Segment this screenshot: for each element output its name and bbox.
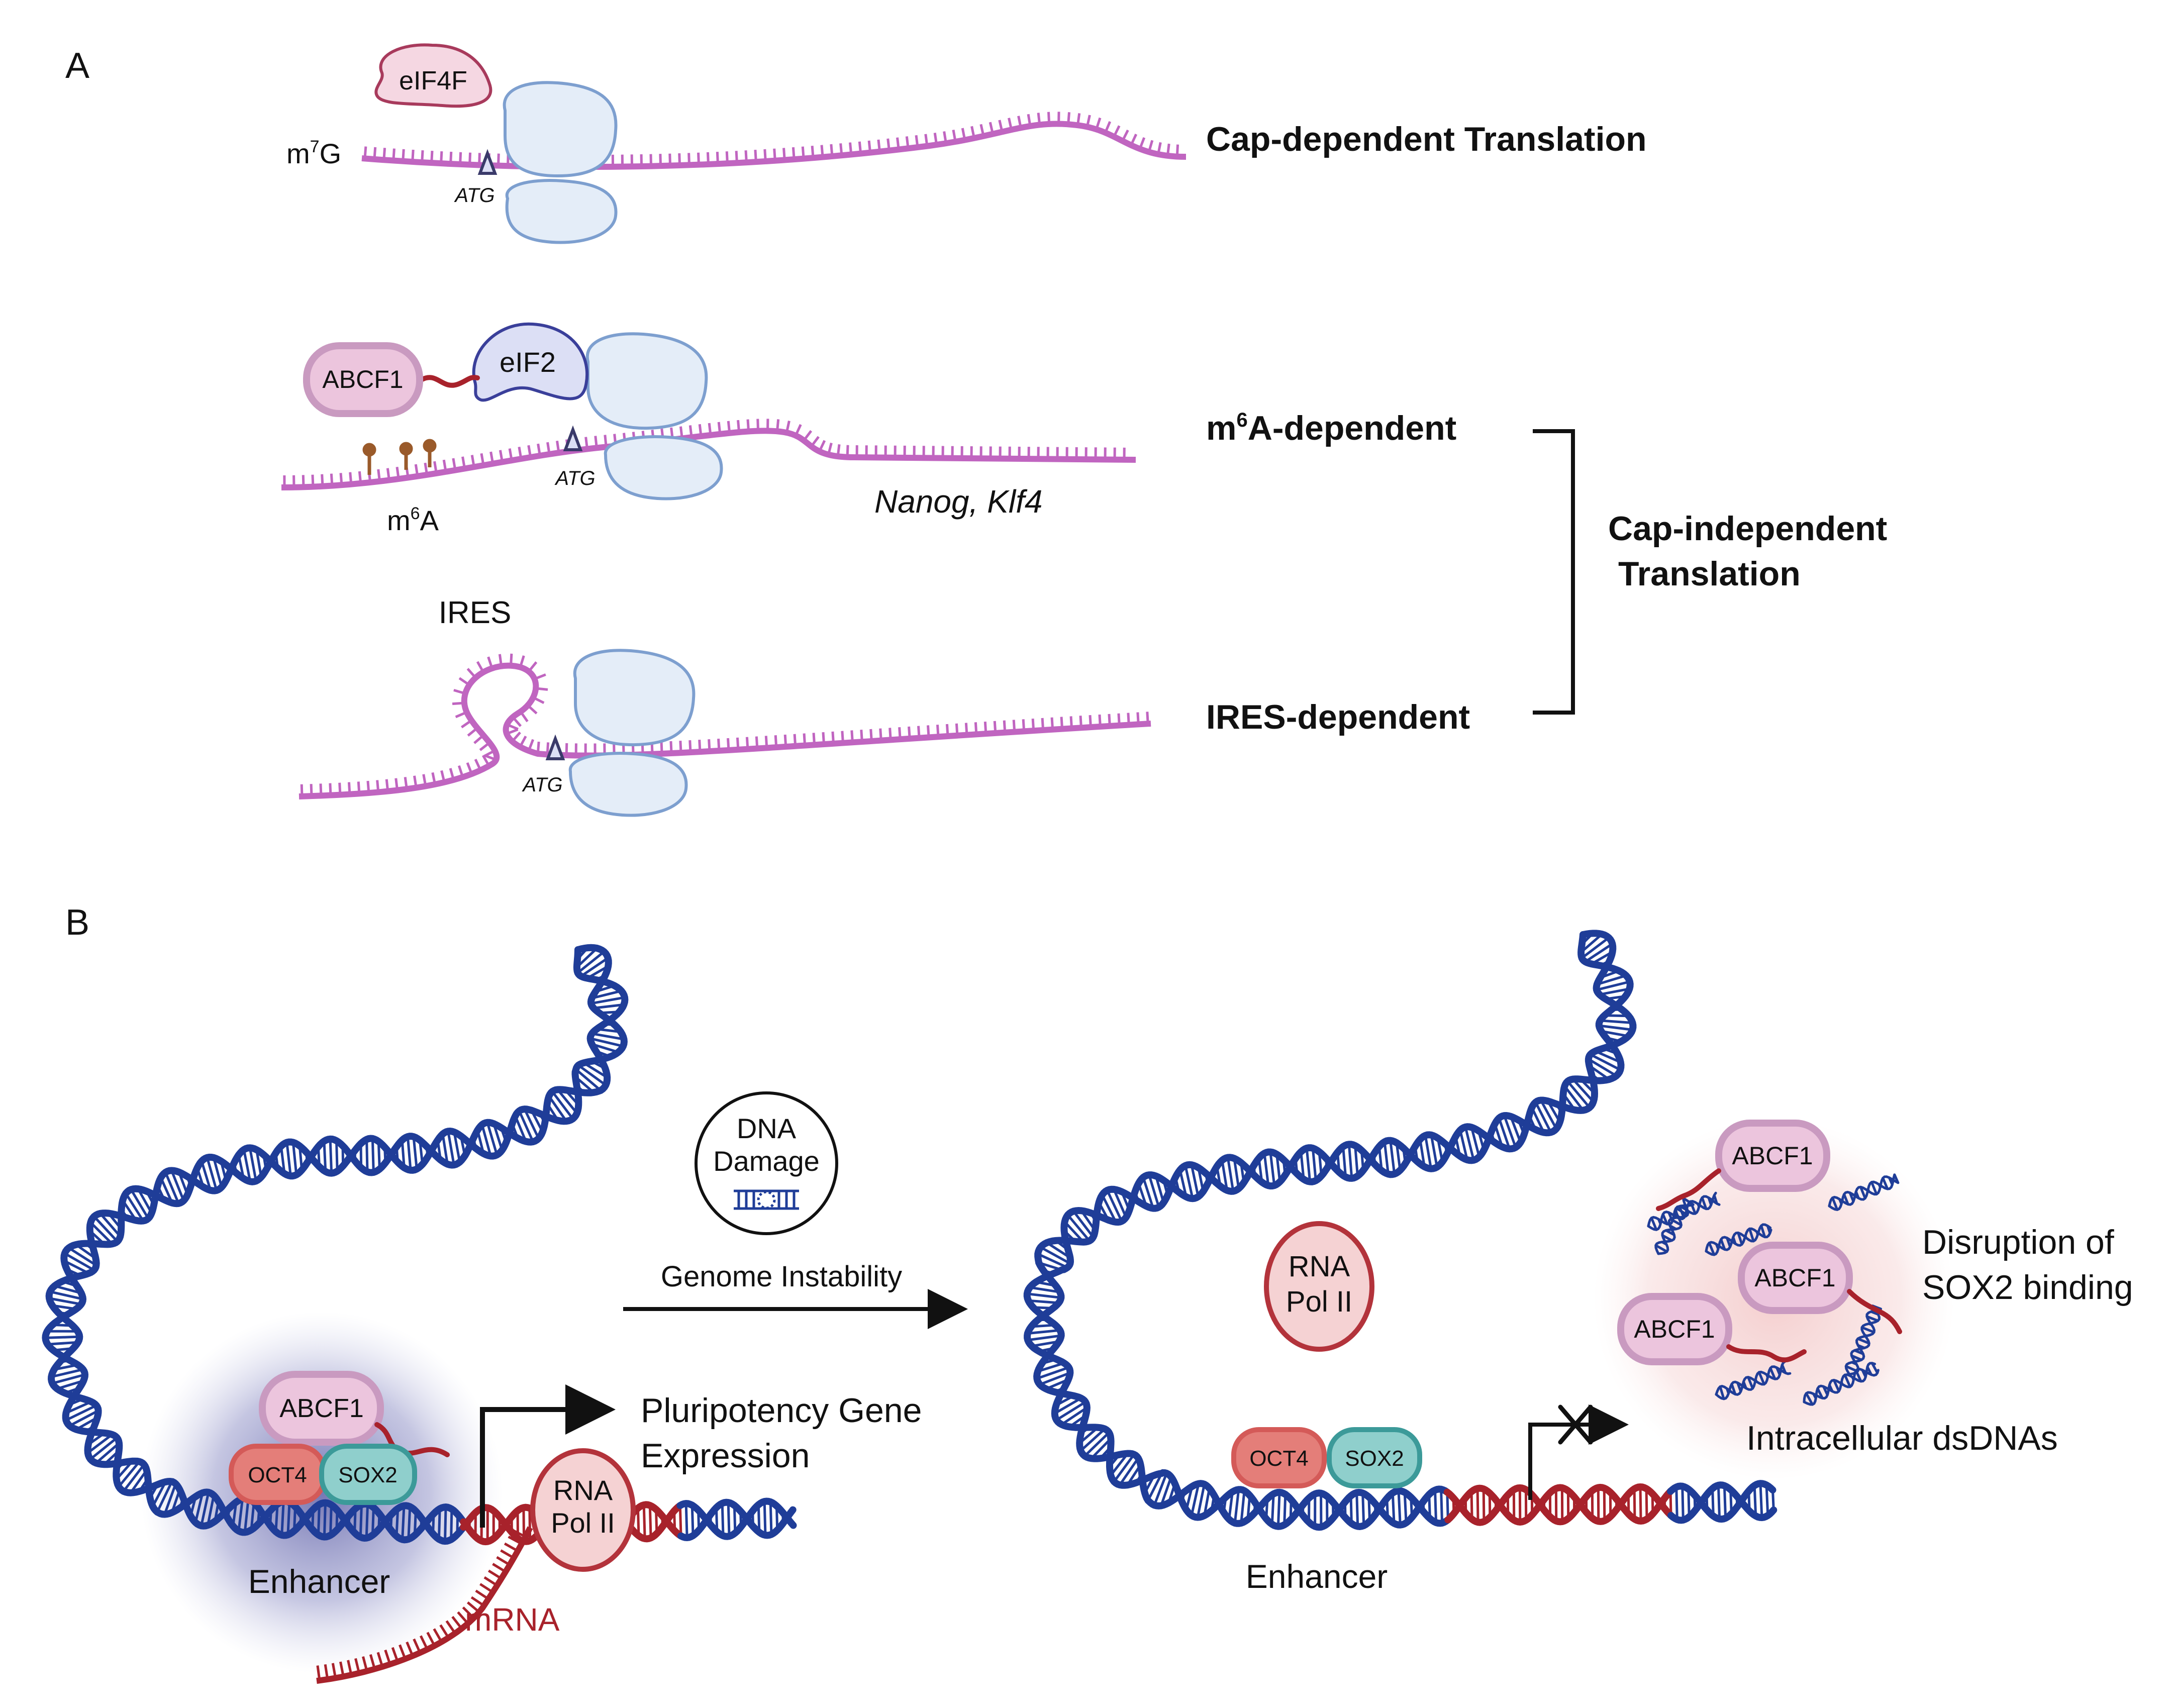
dna-damage-label-line1: DNA [737,1113,797,1144]
abcf1-label: ABCF1 [1732,1142,1813,1170]
large-ribosome-subunit [503,81,618,178]
pluripotency-label-line2: Expression [641,1437,810,1475]
mrna-strand-ires [299,662,1151,799]
pluripotency-label-line1: Pluripotency Gene [641,1391,922,1430]
cap-label: m7G [286,137,341,169]
abcf1-tails [1656,1168,1902,1363]
abcf1-label: ABCF1 [322,365,403,393]
ires-dependent-row: ATG IRES IRES-dependent [299,595,1470,817]
intracellular-dsdna-label: Intracellular dsDNAs [1746,1419,2058,1457]
sox2-label: SOX2 [338,1463,397,1487]
abcf1-protein [259,1371,384,1446]
rna-pol-ii-label-line2: Pol II [1286,1285,1352,1318]
eif4f-protein [374,43,492,108]
m6a-dependent-title: m6A-dependent [1206,409,1456,447]
rna-pol-ii-label-line1: RNA [553,1474,613,1506]
active-state: ABCF1 OCT4 SOX2 Enhancer mRNA RNA Pol II… [42,944,922,1684]
rna-pol-ii [1264,1221,1374,1352]
m6a-label: m6A [387,504,439,536]
cap-independent-label-line2: Translation [1618,555,1801,593]
cap-independent-bracket [1533,429,1575,715]
abcf1-protein [1738,1242,1853,1314]
mrna-label: mRNA [465,1601,560,1638]
eif4f-label: eIF4F [399,66,467,95]
rna-pol-ii-label-line2: Pol II [551,1507,615,1539]
small-ribosome-subunit [505,179,618,244]
intracellular-dsdna-fragments [1647,1173,1900,1406]
large-ribosome-subunit [573,649,696,747]
sox2-protein [1327,1427,1422,1488]
small-ribosome-subunit [604,435,723,500]
cap-dependent-title: Cap-dependent Translation [1206,120,1647,158]
target-genes-label: Nanog, Klf4 [874,483,1042,520]
mrna-bases [316,1529,526,1681]
rna-pol-ii-label-line1: RNA [1289,1250,1350,1283]
blocked-mark-icon [1558,1404,1593,1445]
dna-damage-label-line2: Damage [713,1145,820,1177]
large-ribosome-subunit [585,332,708,430]
panel-a-label: A [65,46,89,86]
eif2-protein [472,322,589,402]
start-codon-marker [563,425,583,451]
abcf1-protein [1715,1120,1830,1192]
broken-dna-icon [734,1189,799,1210]
small-ribosome-subunit [568,752,688,817]
dna-damage-badge [695,1091,838,1235]
oct4-label: OCT4 [248,1463,307,1487]
abcf1-protein [1617,1293,1732,1365]
abcf1-label: ABCF1 [1634,1315,1715,1343]
eif2-label: eIF2 [500,346,556,378]
oct4-protein [1231,1427,1327,1488]
start-codon-label: ATG [454,184,495,207]
abcf1-protein [303,342,423,417]
ires-label: IRES [439,595,512,630]
cap-dependent-row: eIF4F ATG m7G Cap-dependent Translation [286,43,1647,244]
oct4-label: OCT4 [1249,1446,1308,1471]
start-codon-marker [545,734,565,760]
enhancer-label: Enhancer [248,1563,390,1600]
sox2-disruption-label-line1: Disruption of [1922,1223,2114,1261]
ires-dependent-title: IRES-dependent [1206,698,1470,736]
mrna-bases [300,653,1149,796]
sox2-protein [319,1444,417,1505]
m6a-marks [362,439,437,475]
linker-tail [420,375,480,388]
m6a-dependent-row: eIF2 ABCF1 m6A ATG Nanog, Klf4 m6A-depen… [281,322,1456,536]
start-codon-label: ATG [522,774,562,796]
panel-b-label: B [65,902,89,943]
start-codon-marker [477,149,498,175]
sox2-disruption-label-line2: SOX2 binding [1922,1268,2133,1307]
transcription-start-arrow [480,1384,616,1528]
blocked-transcription-arrow [1528,1404,1629,1500]
genome-instability-label: Genome Instability [661,1260,902,1293]
rna-pol-ii [530,1448,636,1572]
damaged-state: RNA Pol II OCT4 SOX2 Enhancer ABCF1 ABCF… [1023,930,2133,1595]
abcf1-label: ABCF1 [279,1394,364,1423]
dna-double-helix-right [1023,930,1777,1531]
dna-damage-transition: DNA Damage Genome Instability [623,1091,968,1329]
start-codon-label: ATG [554,467,595,489]
sox2-label: SOX2 [1345,1446,1404,1471]
abcf1-label: ABCF1 [1754,1264,1835,1292]
cap-independent-label-line1: Cap-independent [1608,510,1887,548]
enhancer-label: Enhancer [1246,1558,1388,1595]
